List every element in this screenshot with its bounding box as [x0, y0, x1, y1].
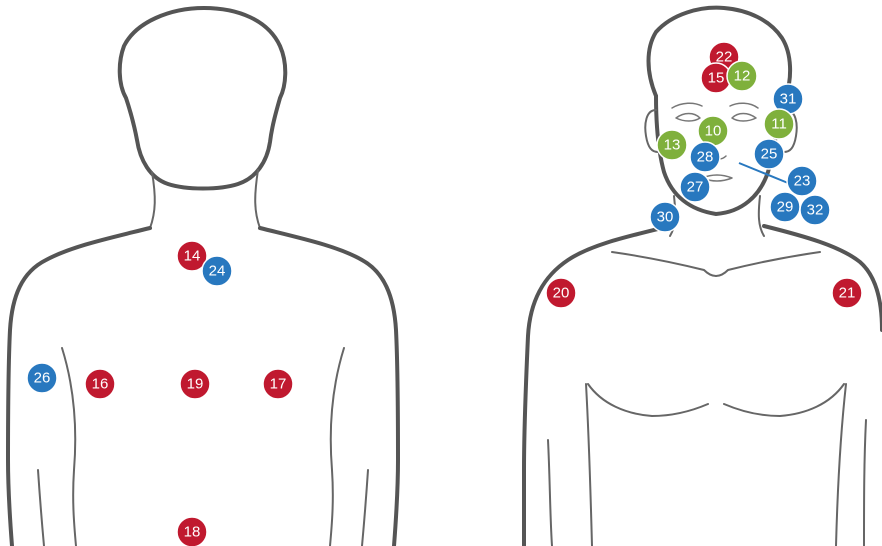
marker-label: 29: [777, 199, 794, 216]
back-neck-left: [150, 172, 155, 228]
marker-20: 20: [546, 278, 576, 308]
marker-label: 17: [270, 376, 287, 393]
marker-label: 25: [761, 146, 778, 163]
front-eye-right: [732, 114, 756, 122]
marker-label: 23: [794, 173, 811, 190]
front-chest-left: [588, 384, 708, 416]
marker-label: 13: [664, 137, 681, 154]
back-head-outline: [120, 8, 286, 189]
marker-26: 26: [27, 363, 57, 393]
front-arm-inner-left: [548, 440, 552, 546]
marker-label: 31: [780, 91, 797, 108]
marker-label: 20: [553, 285, 570, 302]
marker-24: 24: [202, 256, 232, 286]
front-right-shoulder: [764, 226, 882, 330]
front-left-shoulder: [524, 226, 670, 546]
marker-label: 30: [657, 209, 674, 226]
marker-23: 23: [787, 166, 817, 196]
marker-label: 16: [92, 376, 109, 393]
marker-label: 21: [839, 285, 856, 302]
front-view-body: [524, 8, 882, 546]
marker-label: 14: [184, 248, 201, 265]
front-markers: 22 15 12 31 10 11 13 28: [546, 42, 862, 308]
marker-12: 12: [727, 61, 757, 91]
marker-label: 24: [209, 263, 226, 280]
front-arm-inner-right: [864, 420, 866, 546]
front-collarbone-left: [612, 252, 716, 276]
back-torso-right: [330, 348, 344, 546]
marker-11: 11: [764, 109, 794, 139]
front-torso-right: [836, 384, 846, 546]
marker-21: 21: [832, 278, 862, 308]
marker-label: 18: [184, 524, 201, 541]
front-collarbone-right: [716, 252, 820, 276]
front-eyebrow-right: [730, 103, 758, 108]
marker-32: 32: [800, 195, 830, 225]
marker-30: 30: [650, 202, 680, 232]
marker-label: 10: [705, 123, 722, 140]
front-chest-right: [724, 384, 844, 416]
marker-label: 11: [771, 116, 787, 133]
marker-28: 28: [690, 142, 720, 172]
marker-label: 19: [187, 376, 204, 393]
back-arm-inner-right: [362, 470, 368, 546]
marker-27: 27: [680, 172, 710, 202]
front-neck-right: [759, 196, 764, 236]
marker-25: 25: [754, 139, 784, 169]
front-eyebrow-left: [672, 103, 702, 108]
marker-19: 19: [180, 369, 210, 399]
back-markers: 14 24 26 16 19 17 18: [27, 241, 293, 546]
marker-17: 17: [263, 369, 293, 399]
front-torso-left: [586, 384, 592, 546]
marker-18: 18: [177, 517, 207, 546]
marker-label: 26: [34, 370, 51, 387]
marker-label: 32: [807, 202, 824, 219]
marker-label: 15: [708, 70, 725, 87]
marker-label: 28: [697, 149, 714, 166]
marker-13: 13: [657, 130, 687, 160]
marker-label: 12: [734, 68, 751, 85]
back-arm-inner-left: [38, 470, 44, 546]
marker-label: 27: [687, 179, 704, 196]
marker-29: 29: [770, 192, 800, 222]
back-torso-left: [62, 348, 76, 546]
front-eye-left: [676, 114, 700, 122]
marker-16: 16: [85, 369, 115, 399]
back-neck-right: [255, 170, 260, 228]
